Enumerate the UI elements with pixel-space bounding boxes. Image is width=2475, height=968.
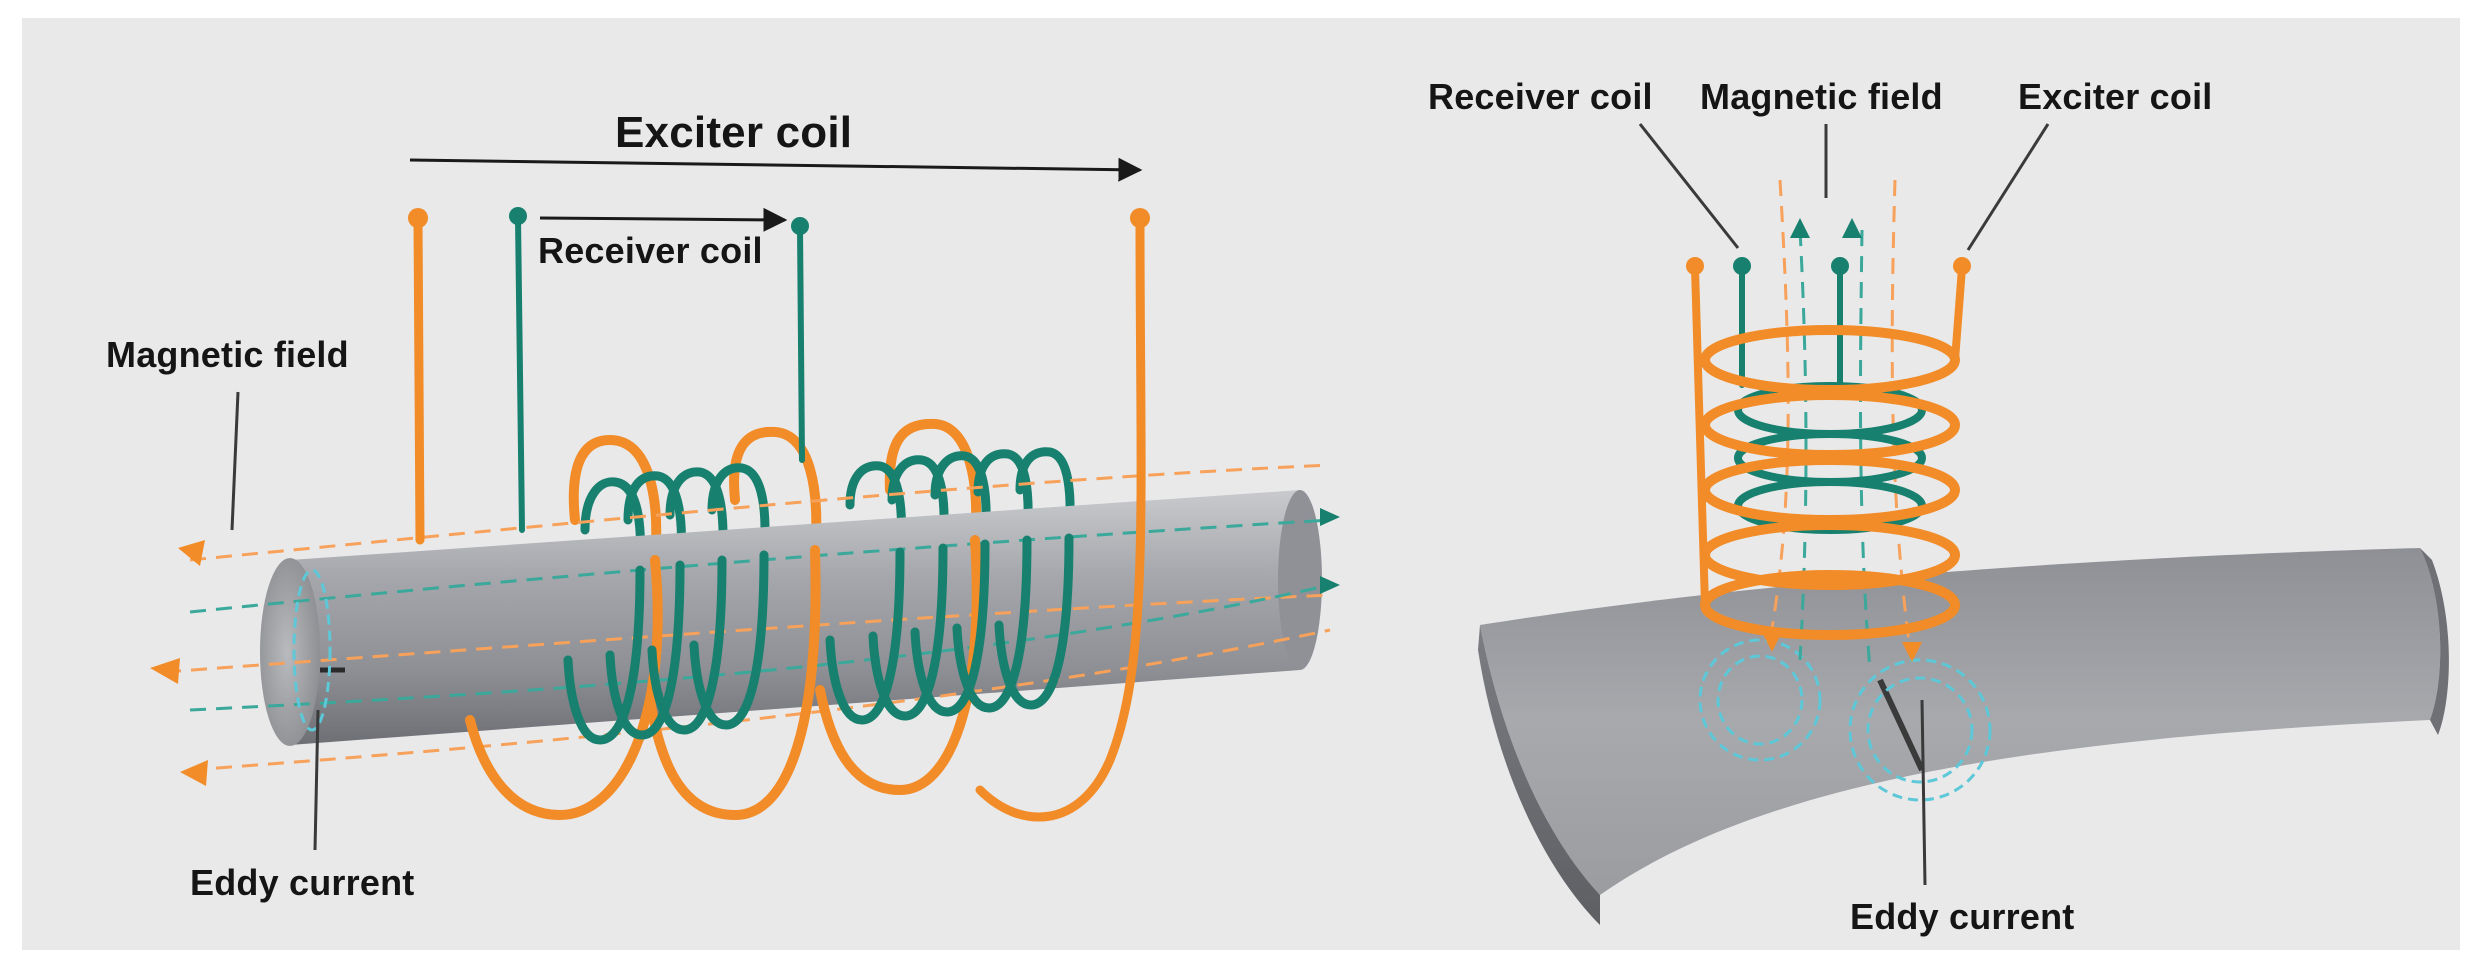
metal-plate-top <box>1480 548 2441 895</box>
eddy-current-ring-left <box>292 568 332 732</box>
eddy-current-label-left: Eddy current <box>190 862 415 903</box>
receiver-coil-terminal-left <box>509 207 527 225</box>
exciter-coil-terminal-right <box>1130 208 1150 228</box>
receiver-coil-terminal-right <box>791 217 809 235</box>
receiver-coil-terminal-right-1 <box>1733 257 1751 275</box>
receiver-coil-label-left: Receiver coil <box>538 230 763 271</box>
rod-end-cap <box>1278 490 1322 670</box>
exciter-coil-label-right: Exciter coil <box>2018 76 2213 117</box>
eddy-current-pointer-left <box>313 709 320 851</box>
magnetic-field-arrowhead-right-4 <box>1902 642 1922 662</box>
plate-crack <box>1877 678 1925 772</box>
exciter-coil-label-left: Exciter coil <box>615 108 853 157</box>
exciter-coil-terminal-right-1 <box>1686 257 1704 275</box>
exciter-coil-pointer-right <box>1966 123 2050 251</box>
eddy-current-loops-right <box>1698 638 1992 802</box>
magnetic-field-pointer-left <box>230 391 240 531</box>
exciter-coil-leads-left <box>413 215 1146 822</box>
magnetic-field-arrowheads-left <box>150 508 1340 786</box>
exciter-coil-terminal-left <box>408 208 428 228</box>
exciter-coil-span-arrow <box>409 157 1143 182</box>
magnetic-field-lines-left <box>164 463 1331 772</box>
magnetic-field-label-right: Magnetic field <box>1700 76 1943 117</box>
magnetic-field-arrowhead-right-2 <box>1842 218 1862 238</box>
metal-plate-front <box>1478 625 1600 925</box>
metal-rod <box>290 490 1315 745</box>
magnetic-field-arrowhead-right-1 <box>1790 218 1810 238</box>
metal-plate-side <box>2420 548 2449 735</box>
exciter-coil-leads-right <box>1691 264 1966 609</box>
receiver-coil-leads-left <box>515 215 805 533</box>
receiver-coil-span-arrow <box>539 207 788 232</box>
eddy-current-pointer-right <box>1920 699 1927 886</box>
receiver-coil-label-right: Receiver coil <box>1428 76 1653 117</box>
eddy-current-label-right: Eddy current <box>1850 896 2075 937</box>
receiver-coil-terminal-right-2 <box>1831 257 1849 275</box>
exciter-coil-terminal-right-2 <box>1953 257 1971 275</box>
receiver-coil-pointer-right <box>1638 123 1740 249</box>
rod-front-face <box>260 558 320 746</box>
receiver-coil-front <box>563 533 1074 745</box>
magnetic-field-label-left: Magnetic field <box>106 334 349 375</box>
